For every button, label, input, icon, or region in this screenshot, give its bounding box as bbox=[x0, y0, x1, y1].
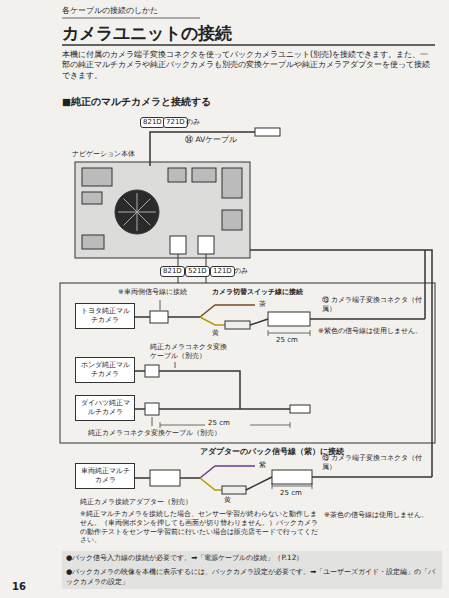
node-text: トヨタ純正マルチカメラ bbox=[79, 307, 131, 325]
fan-blade bbox=[118, 212, 137, 213]
port bbox=[82, 168, 112, 186]
camera-port bbox=[170, 236, 186, 254]
leader-line bbox=[152, 417, 153, 426]
camera-box: ホンダ純正マルチカメラ bbox=[75, 357, 135, 383]
cable bbox=[246, 477, 272, 490]
cable bbox=[159, 371, 240, 409]
leader-line bbox=[160, 300, 161, 310]
camera-adapter bbox=[150, 470, 180, 486]
dimension: 25 cm bbox=[280, 489, 302, 498]
port bbox=[222, 210, 242, 230]
unit-label: ナビゲーション本体 bbox=[72, 150, 135, 159]
bullet-note: ●バックカメラの映像を本機に表示するには、バックカメラ設定が必要です。➡「ユーザ… bbox=[62, 565, 442, 589]
port bbox=[82, 235, 104, 249]
dimension: 25 cm bbox=[208, 419, 230, 428]
wire-color: 紫 bbox=[259, 461, 266, 470]
conversion-plug bbox=[145, 403, 159, 415]
plug bbox=[290, 405, 310, 413]
dimension-line bbox=[272, 483, 312, 489]
badge-note: のみ bbox=[234, 267, 248, 276]
cooling-fan bbox=[115, 190, 159, 234]
cable bbox=[159, 408, 290, 410]
port bbox=[192, 168, 216, 182]
fan-blade bbox=[137, 193, 138, 212]
note-text: カメラ切替スイッチ線に接続 bbox=[212, 288, 303, 297]
part-label: 純正カメラコネクタ変換ケーブル（別売） bbox=[150, 343, 232, 361]
node-text: ナビゲーション本体 bbox=[72, 150, 135, 158]
cable bbox=[310, 318, 425, 320]
conversion-plug bbox=[150, 311, 168, 323]
note-text: ※紫色の信号線は使用しません。 bbox=[318, 327, 424, 336]
header-rule bbox=[62, 18, 200, 19]
note-text: ※純正マルチカメラを接続した場合、センサー学習が終わらないと動作しません。（車両… bbox=[80, 510, 318, 545]
page-number: 16 bbox=[12, 580, 26, 593]
navigation-unit bbox=[75, 162, 250, 258]
fan-blade bbox=[124, 199, 137, 212]
purple-wire bbox=[200, 466, 255, 478]
bullet-note: ●バック信号入力線の接続が必要です。➡「電源ケーブルの接続」（P.12） bbox=[62, 551, 442, 565]
camera-terminal-connector bbox=[268, 312, 310, 326]
node-text: ホンダ純正マルチカメラ bbox=[79, 361, 131, 379]
node-text: ダイハツ純正マルチカメラ bbox=[79, 399, 131, 417]
fan-blade bbox=[124, 212, 137, 225]
part-label: 純正カメラ接続アダプター（別売） bbox=[80, 498, 192, 507]
fan-blade bbox=[137, 212, 156, 213]
model-badge: 821D bbox=[160, 266, 185, 277]
rca-plug bbox=[222, 486, 246, 494]
dimension: 25 cm bbox=[276, 336, 298, 345]
camera-box: ダイハツ純正マルチカメラ bbox=[75, 395, 135, 421]
model-badge: 521D bbox=[185, 266, 210, 277]
model-badge: 721D bbox=[163, 117, 188, 128]
body-text: 本機に付属のカメラ端子変換コネクタを使ってバックカメラユニット(別売)を接続でき… bbox=[62, 50, 434, 81]
page-title: カメラユニットの接続 bbox=[62, 22, 232, 44]
model-badge: 821D bbox=[140, 117, 165, 128]
brown-wire bbox=[200, 305, 255, 317]
title-rule bbox=[62, 44, 435, 46]
cable bbox=[168, 316, 200, 318]
wire-color: 茶 bbox=[259, 300, 266, 309]
conversion-plug bbox=[145, 365, 159, 377]
dimension-line bbox=[268, 330, 310, 336]
badge-note: のみ bbox=[186, 118, 200, 127]
rca-plug bbox=[225, 321, 250, 329]
part-label: ⑬ カメラ端子変換コネクタ（付属） bbox=[322, 454, 428, 472]
note-text: ※茶色の信号線は使用しません。 bbox=[324, 511, 436, 520]
port bbox=[82, 192, 102, 204]
cable-label: ⑭ AVケーブル bbox=[185, 135, 237, 145]
yellow-wire bbox=[200, 478, 222, 490]
camera-port bbox=[198, 236, 214, 254]
part-label: ⑬ カメラ端子変換コネクタ（付属） bbox=[322, 296, 426, 314]
cable bbox=[180, 477, 200, 479]
part-label: 純正カメラコネクタ変換ケーブル（別売） bbox=[88, 429, 221, 438]
av-cable bbox=[150, 132, 255, 166]
node-text: 車両純正マルチカメラ bbox=[79, 467, 131, 485]
section-header: 各ケーブルの接続のしかた bbox=[62, 6, 158, 16]
av-plug bbox=[255, 128, 280, 136]
port bbox=[168, 168, 186, 182]
cable bbox=[135, 370, 145, 372]
model-badge: 121D bbox=[210, 266, 235, 277]
cable bbox=[135, 408, 145, 410]
camera-terminal-connector bbox=[272, 470, 312, 484]
fan-blade bbox=[137, 199, 150, 212]
wire-color: 黄 bbox=[224, 496, 231, 505]
cable bbox=[135, 477, 150, 479]
cable bbox=[250, 319, 268, 325]
cable bbox=[312, 476, 432, 478]
camera-cable bbox=[424, 250, 426, 319]
cable bbox=[135, 316, 150, 318]
leader-line bbox=[175, 362, 176, 368]
wire-color: 黄 bbox=[212, 329, 219, 338]
yellow-wire bbox=[200, 317, 225, 325]
fan-blade bbox=[137, 212, 150, 225]
camera-box: トヨタ純正マルチカメラ bbox=[75, 303, 135, 329]
section-heading: ■純正のマルチカメラと接続する bbox=[62, 96, 211, 108]
note-text: ※車両側信号線に接続 bbox=[118, 288, 187, 297]
group-frame bbox=[60, 283, 435, 443]
camera-box: 車両純正マルチカメラ bbox=[75, 463, 135, 489]
fan-blade bbox=[137, 212, 138, 231]
port bbox=[222, 168, 242, 198]
